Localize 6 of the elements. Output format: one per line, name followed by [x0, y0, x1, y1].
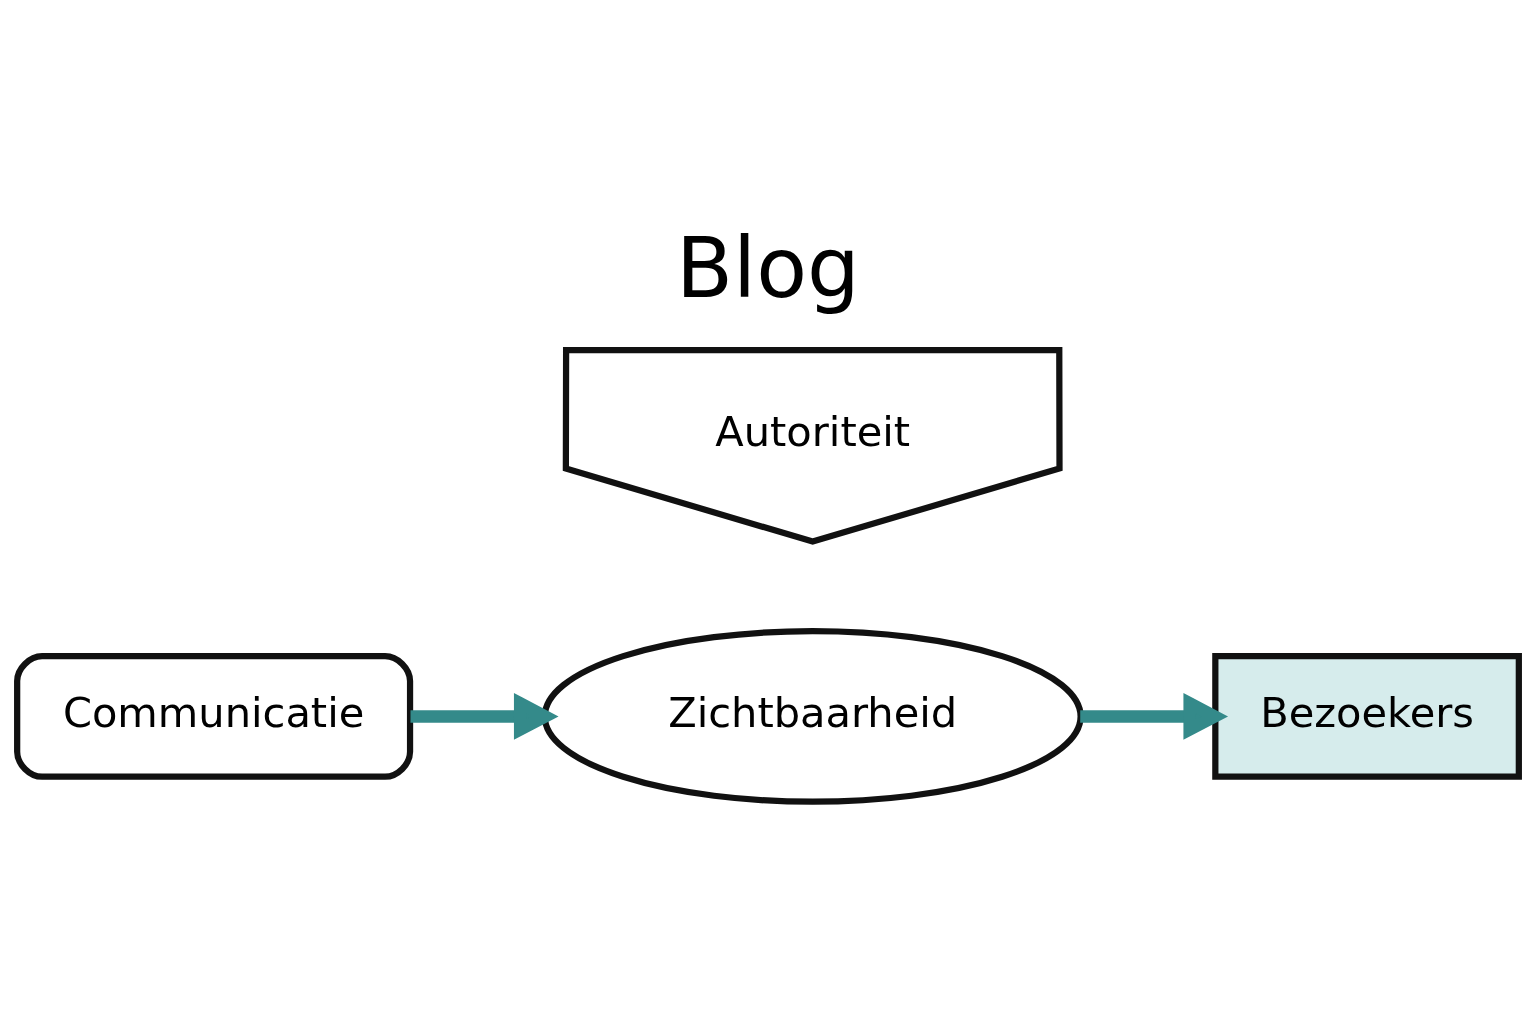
node-ellipse: Zichtbaarheid	[541, 628, 1084, 805]
node-box: Bezoekers	[1212, 653, 1522, 780]
node-box: Communicatie	[14, 653, 414, 780]
arrow	[1080, 693, 1229, 740]
diagram-title: Blog	[676, 220, 860, 318]
arrow	[410, 693, 559, 740]
